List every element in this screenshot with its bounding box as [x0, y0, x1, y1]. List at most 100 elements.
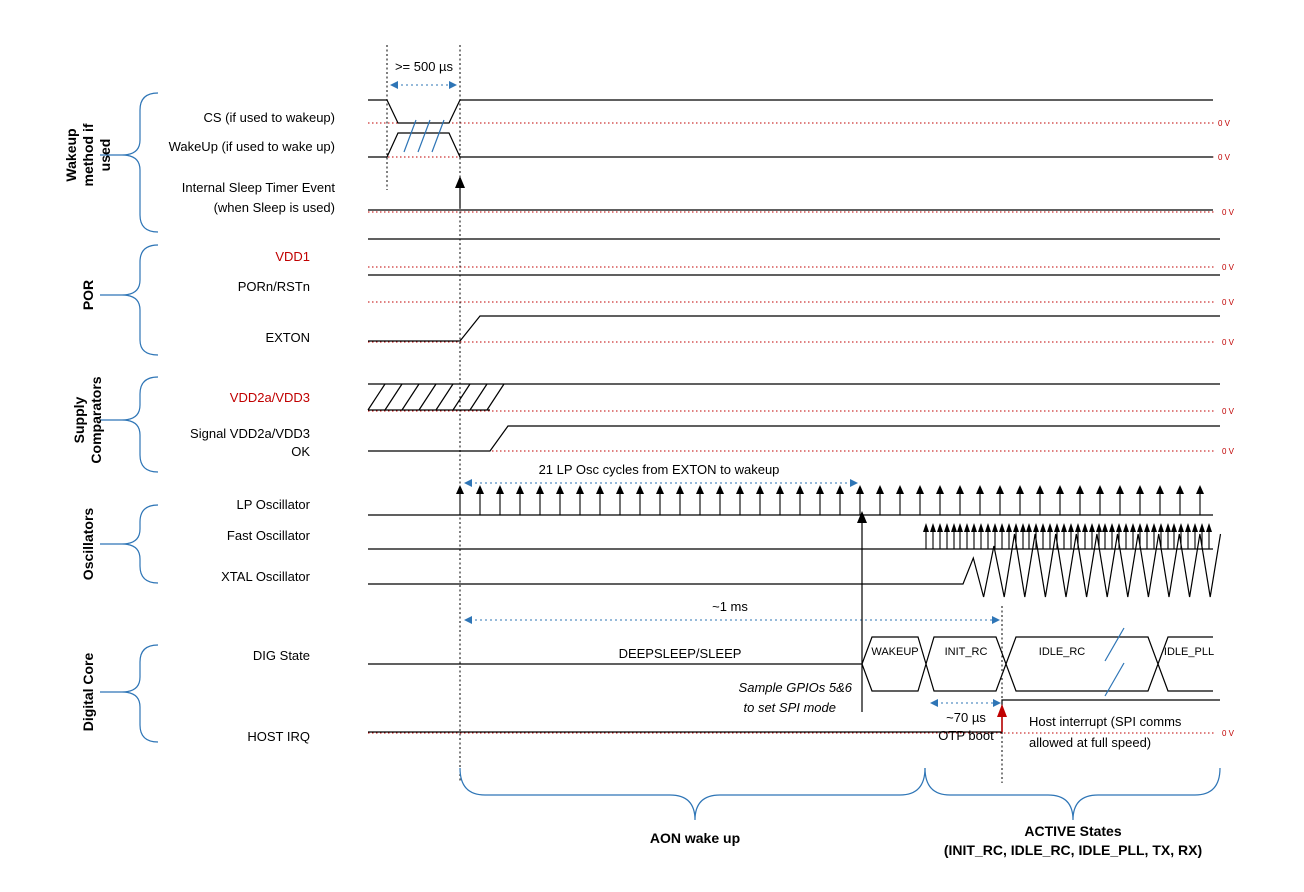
- signal-label-signal-vdd-1: Signal VDD2a/VDD3: [190, 426, 310, 441]
- signal-label-vdd1: VDD1: [275, 249, 310, 264]
- active-phase-label-1: ACTIVE States: [1024, 823, 1121, 839]
- lp-oscillator-tick-head: [596, 485, 604, 494]
- signal-label-cs: CS (if used to wakeup): [203, 110, 335, 125]
- lp-oscillator-tick-head: [896, 485, 904, 494]
- lp-oscillator-tick-head: [1036, 485, 1044, 494]
- lp-oscillator-tick-head: [836, 485, 844, 494]
- otp-boot-label-1: ~70 µs: [946, 710, 986, 725]
- fast-oscillator-tick-head: [930, 523, 936, 532]
- lp-oscillator-tick-head: [776, 485, 784, 494]
- fast-oscillator-tick-head: [978, 523, 984, 532]
- group-label-supply-1: Supply: [71, 396, 87, 443]
- signal-label-exton: EXTON: [265, 330, 310, 345]
- lp-oscillator-tick-head: [756, 485, 764, 494]
- fast-oscillator-tick-head: [999, 523, 1005, 532]
- group-label-wakeup-1: Wakeup: [63, 128, 79, 181]
- min-pulse-label: >= 500 µs: [395, 59, 454, 74]
- fast-oscillator-tick-head: [1199, 523, 1205, 532]
- lp-oscillator-tick-head: [716, 485, 724, 494]
- lp-cycles-label: 21 LP Osc cycles from EXTON to wakeup: [539, 462, 780, 477]
- lp-oscillator-tick-head: [876, 485, 884, 494]
- fast-oscillator-tick-head: [1206, 523, 1212, 532]
- fast-oscillator-tick-head: [1171, 523, 1177, 532]
- fast-oscillator-tick-head: [1102, 523, 1108, 532]
- fast-oscillator-tick-head: [1020, 523, 1026, 532]
- lp-oscillator-tick-head: [736, 485, 744, 494]
- lp-oscillator-tick-head: [996, 485, 1004, 494]
- fast-oscillator-tick-head: [1026, 523, 1032, 532]
- state-idle-rc: IDLE_RC: [1039, 646, 1086, 658]
- lp-oscillator-tick-head: [1056, 485, 1064, 494]
- lp-oscillator-tick-head: [1156, 485, 1164, 494]
- active-phase-label-2: (INIT_RC, IDLE_RC, IDLE_PLL, TX, RX): [944, 842, 1202, 858]
- lp-oscillator-tick-head: [796, 485, 804, 494]
- fast-oscillator-tick-head: [1054, 523, 1060, 532]
- active-phase-brace: [924, 767, 1221, 821]
- signal-label-fast-oscillator: Fast Oscillator: [227, 528, 311, 543]
- fast-oscillator-tick-head: [1192, 523, 1198, 532]
- group-label-wakeup-2: method if: [80, 123, 96, 186]
- vdd2a-hatch: [367, 383, 505, 411]
- zero-volt-label: 0 V: [1222, 447, 1235, 456]
- zero-volt-label: 0 V: [1222, 338, 1235, 347]
- aon-phase-brace: [459, 767, 926, 821]
- fast-oscillator-tick-head: [1068, 523, 1074, 532]
- fast-oscillator-tick-head: [1075, 523, 1081, 532]
- sleep-timer-event-arrowhead: [455, 176, 465, 188]
- lp-oscillator-tick-head: [1116, 485, 1124, 494]
- fast-oscillator-tick-head: [951, 523, 957, 532]
- zero-volt-label: 0 V: [1222, 729, 1235, 738]
- dig-state-bus: [368, 627, 1213, 697]
- lp-oscillator-tick-head: [956, 485, 964, 494]
- fast-oscillator-tick-head: [985, 523, 991, 532]
- fast-oscillator-tick-head: [1178, 523, 1184, 532]
- group-braces: [100, 92, 159, 743]
- exton-waveform: [368, 315, 1220, 342]
- zero-volt-reference-lines: [368, 122, 1215, 734]
- signal-label-host-irq: HOST IRQ: [247, 729, 310, 744]
- fast-oscillator-tick-head: [957, 523, 963, 532]
- fast-oscillator-tick-head: [1137, 523, 1143, 532]
- lp-oscillator-tick-head: [656, 485, 664, 494]
- fast-oscillator-tick-head: [923, 523, 929, 532]
- signal-label-porn: PORn/RSTn: [238, 279, 310, 294]
- signal-label-sleep-timer-1: Internal Sleep Timer Event: [182, 180, 336, 195]
- lp-oscillator-ticks: [456, 485, 1204, 515]
- host-interrupt-label-1: Host interrupt (SPI comms: [1029, 714, 1182, 729]
- lp-oscillator-tick-head: [476, 485, 484, 494]
- fast-oscillator-tick-head: [1013, 523, 1019, 532]
- fast-oscillator-tick-head: [964, 523, 970, 532]
- otp-boot-label-2: OTP boot: [938, 728, 994, 743]
- zero-volt-label: 0 V: [1222, 208, 1235, 217]
- fast-oscillator-tick-head: [1047, 523, 1053, 532]
- fast-oscillator-tick-head: [1006, 523, 1012, 532]
- lp-oscillator-tick-head: [676, 485, 684, 494]
- lp-oscillator-tick-head: [616, 485, 624, 494]
- lp-oscillator-tick-head: [816, 485, 824, 494]
- fast-oscillator-tick-head: [1151, 523, 1157, 532]
- fast-oscillator-tick-head: [1130, 523, 1136, 532]
- zero-volt-label: 0 V: [1222, 407, 1235, 416]
- lp-oscillator-tick-head: [696, 485, 704, 494]
- signal-label-wakeup-pin: WakeUp (if used to wake up): [169, 139, 335, 154]
- lp-oscillator-tick-head: [516, 485, 524, 494]
- group-label-por: POR: [80, 280, 96, 310]
- fast-oscillator-tick-head: [1165, 523, 1171, 532]
- one-ms-label: ~1 ms: [712, 599, 748, 614]
- lp-oscillator-tick-head: [856, 485, 864, 494]
- group-label-wakeup-3: used: [97, 139, 113, 172]
- host-interrupt-label-2: allowed at full speed): [1029, 735, 1151, 750]
- gpio-sample-arrowhead: [857, 511, 867, 523]
- fast-oscillator-tick-head: [1116, 523, 1122, 532]
- state-deepsleep: DEEPSLEEP/SLEEP: [619, 646, 742, 661]
- zero-volt-label: 0 V: [1218, 119, 1231, 128]
- fast-oscillator-tick-head: [1061, 523, 1067, 532]
- fast-oscillator-tick-head: [1144, 523, 1150, 532]
- lp-oscillator-tick-head: [556, 485, 564, 494]
- lp-oscillator-tick-head: [636, 485, 644, 494]
- fast-oscillator-tick-head: [1082, 523, 1088, 532]
- zero-volt-label: 0 V: [1222, 298, 1235, 307]
- fast-oscillator-tick-head: [971, 523, 977, 532]
- fast-oscillator-ticks: [923, 523, 1212, 549]
